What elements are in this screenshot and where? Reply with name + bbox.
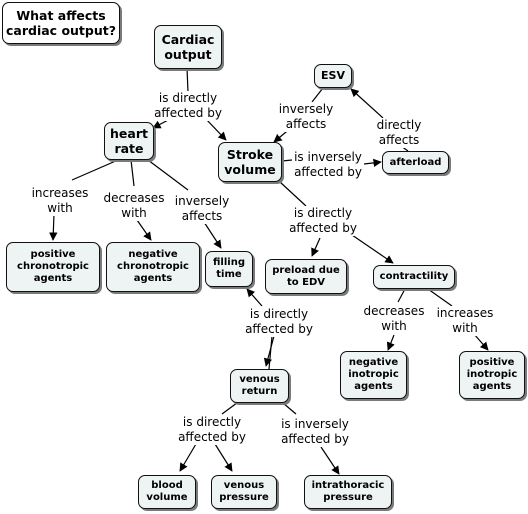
connector-hr-decreases [130,159,135,187]
connector-contr-decreases [397,288,406,303]
node-contractility[interactable]: contractility [373,265,455,289]
link-label-contractility-increases: increases with [435,306,495,336]
link-label-co-directly: is directly affected by [153,91,223,121]
node-negative-chronotropic-agents[interactable]: negative chronotropic agents [106,242,200,292]
arrow-to-venous-pressure [214,443,233,472]
arrow-to-blood-volume [179,443,197,472]
link-label-vr-inversely: is inversely affected by [280,417,350,447]
link-label-afterload-directly: directly affects [375,118,423,148]
node-filling-time[interactable]: filling time [205,251,253,287]
node-stroke-volume[interactable]: Stroke volume [218,142,282,182]
link-label-hr-decreases: decreases with [102,191,166,221]
node-heart-rate[interactable]: heart rate [104,122,154,160]
node-esv[interactable]: ESV [314,64,352,88]
node-positive-chronotropic-agents[interactable]: positive chronotropic agents [6,242,100,292]
link-label-sv-inversely: is inversely affected by [293,150,363,180]
connector-hr-inversely [147,159,189,191]
link-label-hr-inversely: inversely affects [173,194,231,224]
node-venous-return[interactable]: venous return [230,369,289,403]
arrow-to-negative-chronotropic [136,219,152,241]
connector-sv-afterload [281,159,293,162]
arrow-to-preload [311,237,321,257]
link-label-esv-inversely: inversely affects [277,102,335,132]
arrow-to-positive-inotropic [473,333,489,351]
connector-sv-directly [279,181,307,207]
node-blood-volume[interactable]: blood volume [138,475,196,509]
arrow-label-to-venous-return [263,335,275,367]
arrow-to-contractility [351,234,394,264]
connector-vr-inversely [282,402,297,415]
link-label-vr-directly-2: is directly affected by [177,415,247,445]
node-venous-pressure[interactable]: venous pressure [211,475,277,509]
link-label-vr-directly: is directly affected by [244,307,314,337]
node-positive-inotropic-agents[interactable]: positive inotropic agents [459,351,525,399]
arrow-to-afterload [363,158,382,168]
node-preload-due-to-edv[interactable]: preload due to EDV [265,259,347,294]
connector-hr-increases [71,159,119,181]
link-label-sv-directly: is directly affected by [288,206,358,236]
link-label-contractility-decreases: decreases with [362,304,426,334]
connector-contr-increases [427,288,453,307]
arrow-afterload-to-esv [350,88,384,119]
node-intrathoracic-pressure[interactable]: intrathoracic pressure [304,475,392,509]
connector-co-label [186,67,189,93]
arrow-to-filling-time-from-label [246,288,263,307]
link-label-hr-increases: increases with [30,186,90,216]
connector-esv-label [311,87,324,103]
node-cardiac-output[interactable]: Cardiac output [154,25,222,69]
node-afterload[interactable]: afterload [382,151,449,174]
map-title: What affects cardiac output? [2,2,120,44]
arrow-to-intrathoracic [320,446,340,475]
arrow-to-filling-time [203,221,222,249]
arrow-to-negative-inotropic [386,334,395,351]
arrow-to-stroke-volume [204,117,227,141]
node-negative-inotropic-agents[interactable]: negative inotropic agents [340,351,407,399]
arrow-to-positive-chronotropic [49,213,58,241]
